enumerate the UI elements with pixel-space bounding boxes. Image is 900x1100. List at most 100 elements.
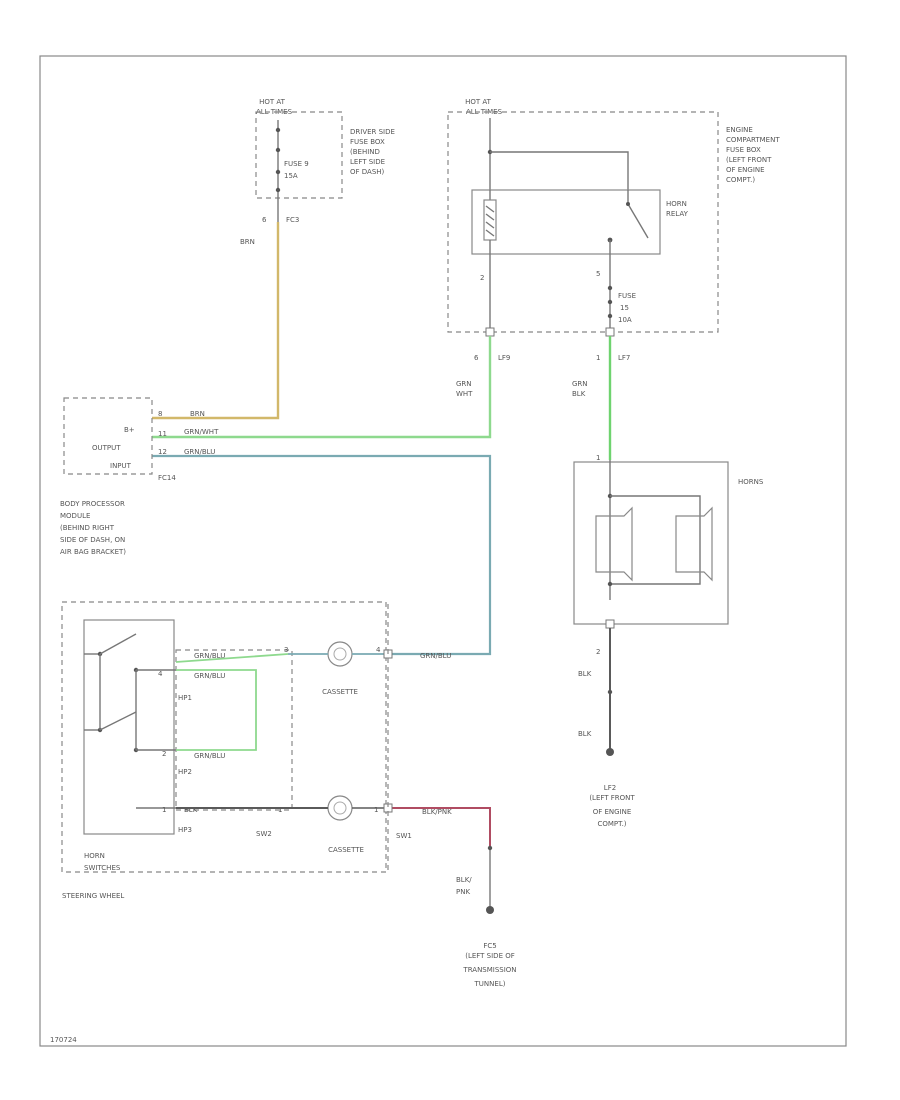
engine-desc-5: OF ENGINE <box>726 166 765 174</box>
fuse9-rating: 15A <box>284 172 298 180</box>
bpm-desc-3: (BEHIND RIGHT <box>60 524 115 532</box>
sw-pin-a: 4 <box>158 670 163 678</box>
horns-wire-1: BLK <box>578 670 592 678</box>
conn-sw2: SW2 <box>256 830 272 838</box>
fuse15-rating: 10A <box>618 316 632 324</box>
horn-relay-label-2: RELAY <box>666 210 689 218</box>
horn-switches <box>83 619 175 835</box>
fuse9-desc-1: DRIVER SIDE <box>350 128 395 136</box>
horns-ground-1: LF2 <box>604 784 616 792</box>
wire-label-top: GRN/BLU <box>194 652 225 660</box>
cassette-icon-2 <box>327 795 353 821</box>
conn-sw1: SW1 <box>396 832 412 840</box>
engine-compartment-fuse-box: HOT AT ALL TIMES ENGINE COMPARTMENT FUSE… <box>447 98 780 398</box>
conn-hp1: HP1 <box>178 694 192 702</box>
engine-desc-6: COMPT.) <box>726 176 755 184</box>
steering-wheel-label: STEERING WHEEL <box>62 892 124 900</box>
bpm-wire-grn-blu: GRN/BLU <box>184 448 215 456</box>
wire-grn-blu-hp1 <box>175 653 289 751</box>
horn-switches-label-2: SWITCHES <box>84 864 121 872</box>
wire-grn-wht <box>152 336 492 439</box>
fuse9-hot-at-label: HOT AT <box>259 98 286 106</box>
wire-label-mid2: GRN/BLU <box>194 752 225 760</box>
horn-relay <box>471 189 661 255</box>
steering-wheel: 4 HP1 2 HP2 1 HP3 SW2 3 1 GRN/BLU GRN/BL… <box>61 601 452 900</box>
fc5-ground-1: FC5 <box>483 942 496 950</box>
fuse9-desc-4: LEFT SIDE <box>350 158 385 166</box>
relay-pin-right: 5 <box>596 270 600 278</box>
horns-ground-3: OF ENGINE <box>593 808 632 816</box>
engine-desc-4: (LEFT FRONT <box>726 156 772 164</box>
fuse9-wire-color: BRN <box>240 238 255 246</box>
diagram-frame <box>39 55 847 1047</box>
driver-side-fuse-box: HOT AT ALL TIMES FUSE 9 15A DRIVER SIDE … <box>240 98 395 246</box>
bpm-desc-4: SIDE OF DASH, ON <box>60 536 125 544</box>
fuse9-connector: FC3 <box>286 216 299 224</box>
bpm-desc-1: BODY PROCESSOR <box>60 500 125 508</box>
lf7-pin: 1 <box>596 354 600 362</box>
conn-hp2: HP2 <box>178 768 192 776</box>
fuse15-number: 15 <box>620 304 629 312</box>
bpm-wire-grn-wht: GRN/WHT <box>184 428 219 436</box>
bpm-pin-num-3: 12 <box>158 448 167 456</box>
horn-switches-label-1: HORN <box>84 852 105 860</box>
sw-pin-c: 1 <box>162 806 166 814</box>
lf9-connector: LF9 <box>498 354 510 362</box>
horns-pin-bottom: 2 <box>596 648 600 656</box>
wire-label-hp3: BLK <box>184 806 198 814</box>
bpm-desc-2: MODULE <box>60 512 90 520</box>
bpm-pin-output: OUTPUT <box>92 444 121 452</box>
lf9-pin: 6 <box>474 354 479 362</box>
lf7-wire-color-2: BLK <box>572 390 586 398</box>
relay-pin-left: 2 <box>480 274 484 282</box>
horns-wire-2: BLK <box>578 730 592 738</box>
lf7-connector: LF7 <box>618 354 630 362</box>
ground-wire-2: PNK <box>456 888 470 896</box>
fc5-ground-4: TUNNEL) <box>474 980 506 988</box>
fc5-ground-2: (LEFT SIDE OF <box>465 952 515 960</box>
bpm-pin-input: INPUT <box>110 462 132 470</box>
ground-wire-1: BLK/ <box>456 876 472 884</box>
bpm-pin-num-1: 8 <box>158 410 162 418</box>
horns-ground-4: COMPT.) <box>597 820 626 828</box>
wire-brn <box>152 222 280 420</box>
fuse9-desc-3: (BEHIND <box>350 148 380 156</box>
wire-label-out: GRN/BLU <box>420 652 451 660</box>
horn-relay-label-1: HORN <box>666 200 687 208</box>
bpm-pin-num-2: 11 <box>158 430 167 438</box>
bpm-desc-5: AIR BAG BRACKET) <box>60 548 126 556</box>
horns-ground-2: (LEFT FRONT <box>589 794 635 802</box>
cassette-label-1: CASSETTE <box>322 688 358 696</box>
conn-hp3: HP3 <box>178 826 192 834</box>
fuse9-pin: 6 <box>262 216 267 224</box>
wire-label-sw1: BLK/PNK <box>422 808 452 816</box>
lf7-wire-color-1: GRN <box>572 380 588 388</box>
diagram-code: 170724 <box>50 1036 77 1044</box>
engine-hot-at-label: HOT AT <box>465 98 492 106</box>
fuse9-label: FUSE 9 <box>284 160 309 168</box>
fc5-ground-3: TRANSMISSION <box>462 966 516 974</box>
bpm-connector: FC14 <box>158 474 176 482</box>
engine-desc-2: COMPARTMENT <box>726 136 780 144</box>
wire-blk-pnk <box>388 807 491 846</box>
engine-desc-1: ENGINE <box>726 126 753 134</box>
cassette-icon-1 <box>327 641 353 667</box>
bpm-wire-brn: BRN <box>190 410 205 418</box>
horns: HORNS 1 2 <box>573 454 764 656</box>
wire-label-mid: GRN/BLU <box>194 672 225 680</box>
fuse15-label: FUSE <box>618 292 636 300</box>
horns-label: HORNS <box>738 478 764 486</box>
sw-pin-g: 1 <box>374 806 378 814</box>
fuse9-desc-2: FUSE BOX <box>350 138 385 146</box>
sw-pin-b: 2 <box>162 750 166 758</box>
wire-grn-blu-input <box>152 454 492 656</box>
fuse9-desc-5: OF DASH) <box>350 168 385 176</box>
lf9-wire-color-2: WHT <box>456 390 473 398</box>
body-processor-module: B+ OUTPUT INPUT 8 11 12 BRN GRN/WHT GRN/… <box>60 397 219 556</box>
engine-desc-3: FUSE BOX <box>726 146 761 154</box>
sw-pin-f: 4 <box>376 646 381 654</box>
lf9-wire-color-1: GRN <box>456 380 472 388</box>
sw-pin-d: 3 <box>284 646 288 654</box>
bpm-pin-b-plus: B+ <box>124 426 135 434</box>
